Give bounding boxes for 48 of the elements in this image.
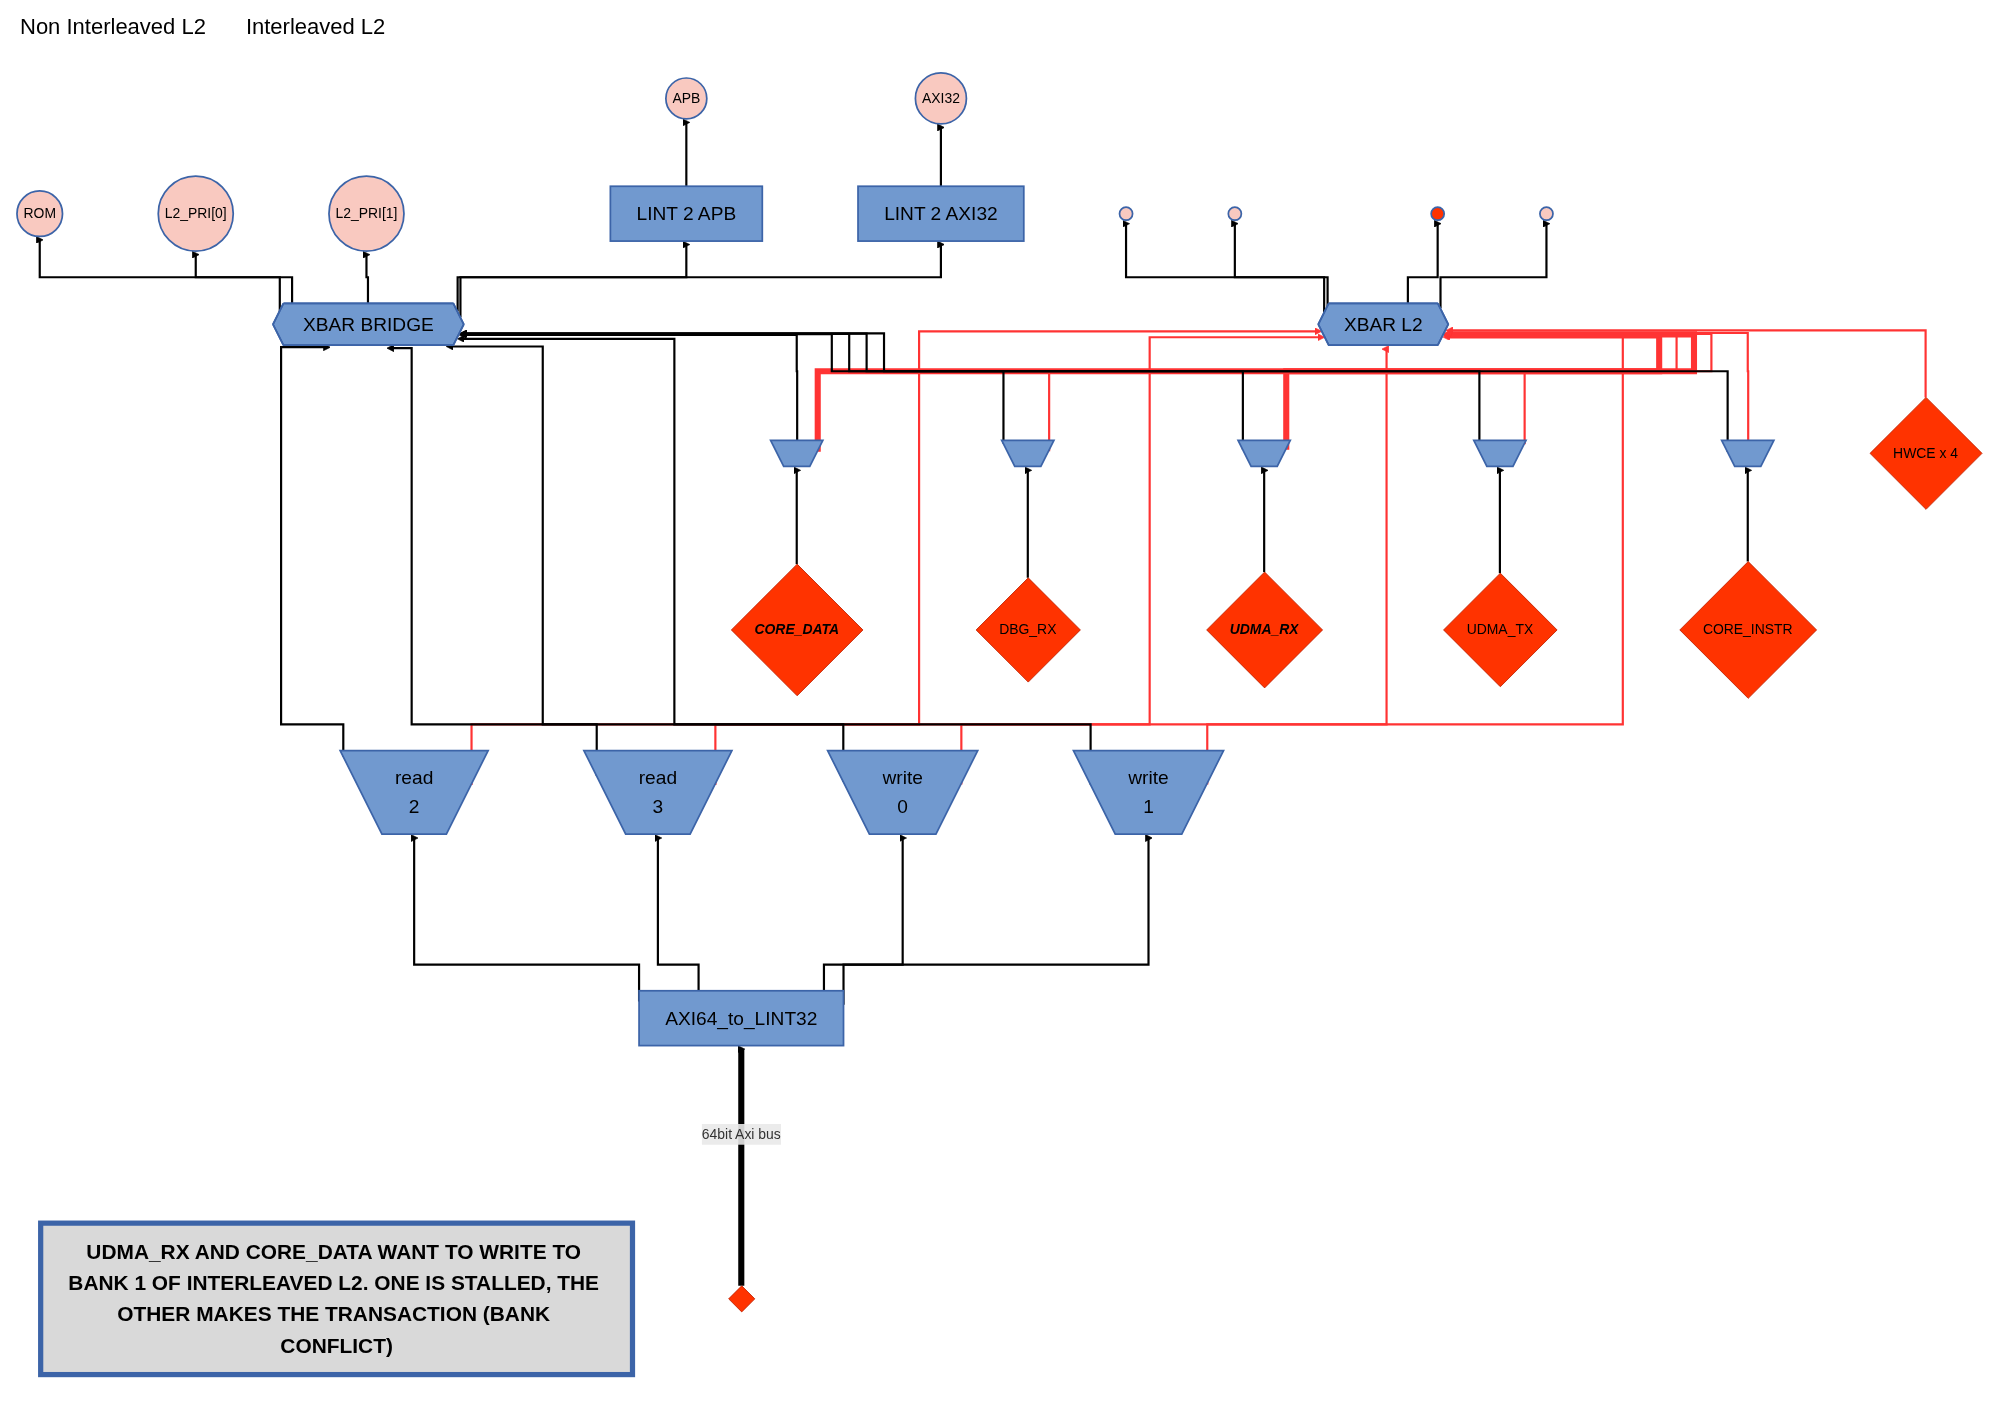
node-circle (1227, 206, 1243, 222)
arrow (456, 240, 691, 312)
node-circle (1118, 206, 1134, 222)
arrow (1406, 220, 1442, 305)
node-box: UDMA_RX AND CORE_DATA WANT TO WRITE TO BANK 1 OF INTERLEAVED L2. ONE IS STALLED, THE OTHER MAKES THE TRANSACTION (BANK CONFLICT) (38, 1220, 636, 1378)
node-circle (1539, 206, 1554, 222)
arrow (1283, 330, 1698, 450)
node-trapezoid (1720, 439, 1776, 468)
arrow (1024, 466, 1033, 579)
arrow (937, 123, 945, 187)
node-box: LINT 2 AXI32 (857, 185, 1025, 243)
arrow (822, 834, 907, 991)
node-trapezoid (769, 439, 825, 468)
diagram-label: Non Interleaved L2 (20, 14, 206, 40)
arrow (1496, 466, 1505, 574)
node-diamond: CORE_INSTR (1679, 561, 1817, 699)
arrow (362, 251, 371, 305)
arrow (1439, 220, 1551, 309)
arrow (1260, 466, 1269, 573)
node-circle: L2_PRI[1] (328, 175, 405, 253)
arrow (654, 834, 700, 991)
node-trapezoid (1236, 439, 1292, 468)
arrow (682, 118, 691, 187)
node-circle: AXI32 (914, 72, 968, 126)
arrow (1444, 329, 1750, 441)
node-box: LINT 2 APB (609, 185, 764, 243)
arrow (1744, 466, 1752, 562)
node-circle (1430, 206, 1446, 222)
arrow (793, 466, 801, 565)
node-circle: L2_PRI[0] (157, 175, 235, 253)
arrow (191, 251, 294, 305)
arrow (1445, 326, 1927, 398)
node-diamond (728, 1285, 756, 1313)
node-diamond: DBG_RX (975, 577, 1081, 683)
node-trapezoid (1000, 439, 1056, 468)
diagram-label: Interleaved L2 (245, 14, 386, 40)
node-diamond: UDMA_TX (1443, 572, 1558, 688)
node-box: AXI64_to_LINT32 (638, 990, 845, 1047)
node-diamond: UDMA_RX (1206, 571, 1323, 689)
node-diamond: HWCE x 4 (1869, 397, 1983, 510)
edge-label: 64bit Axi bus (701, 1126, 781, 1142)
arrow (737, 1045, 746, 1287)
node-diamond: CORE_DATA (730, 563, 864, 697)
node-circle: ROM (16, 190, 64, 238)
node-circle: APB (665, 77, 708, 120)
node-trapezoid (1472, 439, 1528, 468)
arrow (459, 240, 945, 318)
arrow (459, 329, 1729, 453)
